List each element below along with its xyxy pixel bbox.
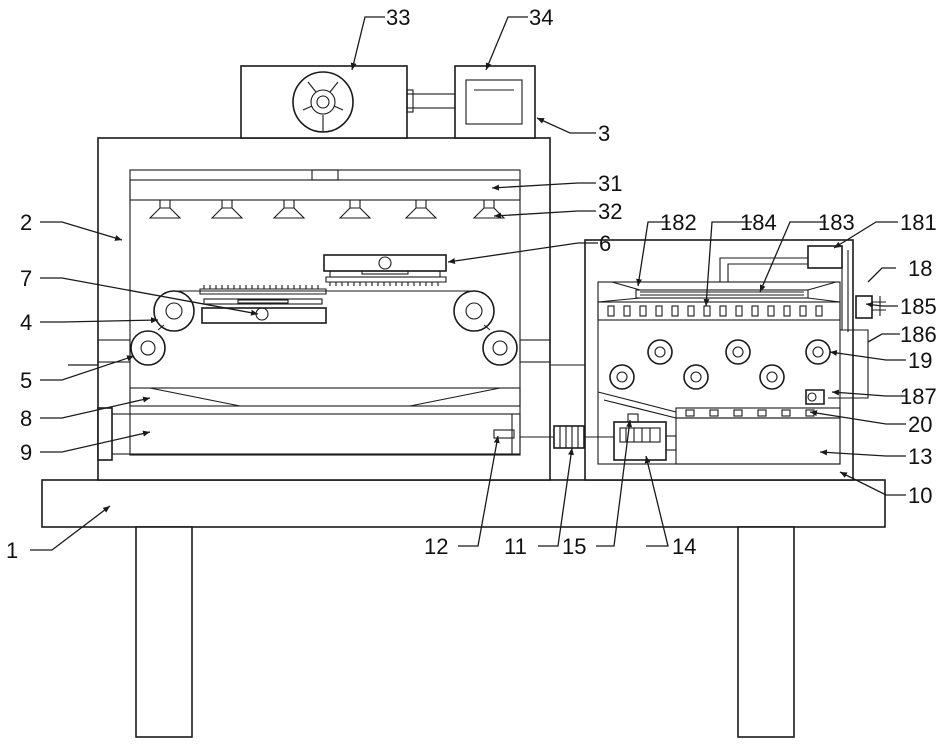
label-5: 5 [20, 368, 32, 393]
table-base [42, 480, 885, 737]
label-185: 185 [900, 294, 937, 319]
label-4: 4 [20, 310, 32, 335]
secondary-housing [585, 240, 886, 480]
label-11: 11 [504, 534, 527, 559]
label-20: 20 [908, 412, 932, 437]
label-7: 7 [20, 266, 32, 291]
label-34: 34 [529, 5, 553, 30]
label-18: 18 [908, 256, 932, 281]
label-184: 184 [740, 210, 777, 235]
label-10: 10 [908, 483, 932, 508]
label-19: 19 [908, 348, 932, 373]
label-2: 2 [20, 210, 32, 235]
label-186: 186 [900, 322, 937, 347]
fan-unit [241, 66, 455, 138]
label-15: 15 [562, 534, 586, 559]
label-31: 31 [598, 171, 622, 196]
label-33: 33 [386, 5, 410, 30]
label-13: 13 [908, 444, 932, 469]
label-12: 12 [424, 534, 448, 559]
label-187: 187 [900, 384, 937, 409]
label-6: 6 [599, 231, 611, 256]
label-9: 9 [20, 440, 32, 465]
label-183: 183 [818, 210, 855, 235]
label-3: 3 [598, 121, 610, 146]
label-181: 181 [900, 210, 937, 235]
control-box [455, 66, 535, 138]
label-8: 8 [20, 406, 32, 431]
label-32: 32 [598, 199, 622, 224]
label-182: 182 [660, 210, 697, 235]
label-1: 1 [6, 538, 18, 563]
label-14: 14 [672, 534, 696, 559]
